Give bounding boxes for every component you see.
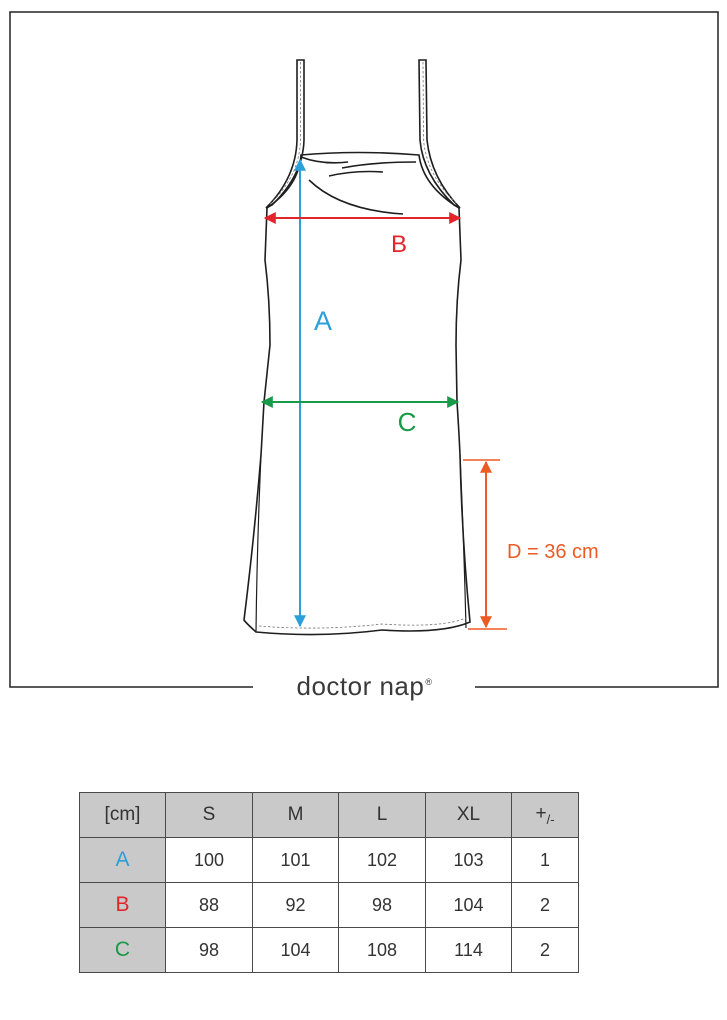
measure-b-label: B xyxy=(391,231,407,258)
table-cell: 101 xyxy=(252,837,339,883)
tolerance-cell: 2 xyxy=(511,882,579,928)
brand-name: doctor nap xyxy=(296,671,425,701)
row-label-a: A xyxy=(79,837,166,883)
tolerance-header: +/- xyxy=(511,792,579,838)
size-header-xl: XL xyxy=(425,792,512,838)
table-cell: 108 xyxy=(338,927,426,973)
row-label-b: B xyxy=(79,882,166,928)
dress-outline xyxy=(243,151,471,636)
table-cell: 98 xyxy=(338,882,426,928)
unit-header: [cm] xyxy=(79,792,166,838)
table-cell: 92 xyxy=(252,882,339,928)
measure-c-label: C xyxy=(398,407,417,437)
hem-stitching xyxy=(258,617,467,629)
strap-stitching xyxy=(269,61,458,205)
table-cell: 114 xyxy=(425,927,512,973)
row-label-c: C xyxy=(79,927,166,973)
garment-diagram: A B C D = 36 cm xyxy=(9,11,719,688)
table-cell: 104 xyxy=(252,927,339,973)
table-cell: 104 xyxy=(425,882,512,928)
table-cell: 88 xyxy=(165,882,253,928)
table-cell: 100 xyxy=(165,837,253,883)
table-header-row: [cm] S M L XL +/- xyxy=(79,792,579,838)
size-header-l: L xyxy=(338,792,426,838)
table-cell: 102 xyxy=(338,837,426,883)
tolerance-cell: 2 xyxy=(511,927,579,973)
dress-straps xyxy=(265,59,461,209)
size-header-s: S xyxy=(165,792,253,838)
registered-mark: ® xyxy=(425,677,433,687)
brand-logo: doctor nap® xyxy=(255,666,473,706)
side-slits xyxy=(255,454,467,633)
table-cell: 98 xyxy=(165,927,253,973)
frame-border xyxy=(9,11,719,688)
measure-d-label: D = 36 cm xyxy=(507,541,599,563)
size-header-m: M xyxy=(252,792,339,838)
measure-d-guides xyxy=(463,459,507,630)
measure-a-label: A xyxy=(314,306,332,336)
bust-draping xyxy=(300,156,417,215)
tolerance-cell: 1 xyxy=(511,837,579,883)
table-cell: 103 xyxy=(425,837,512,883)
